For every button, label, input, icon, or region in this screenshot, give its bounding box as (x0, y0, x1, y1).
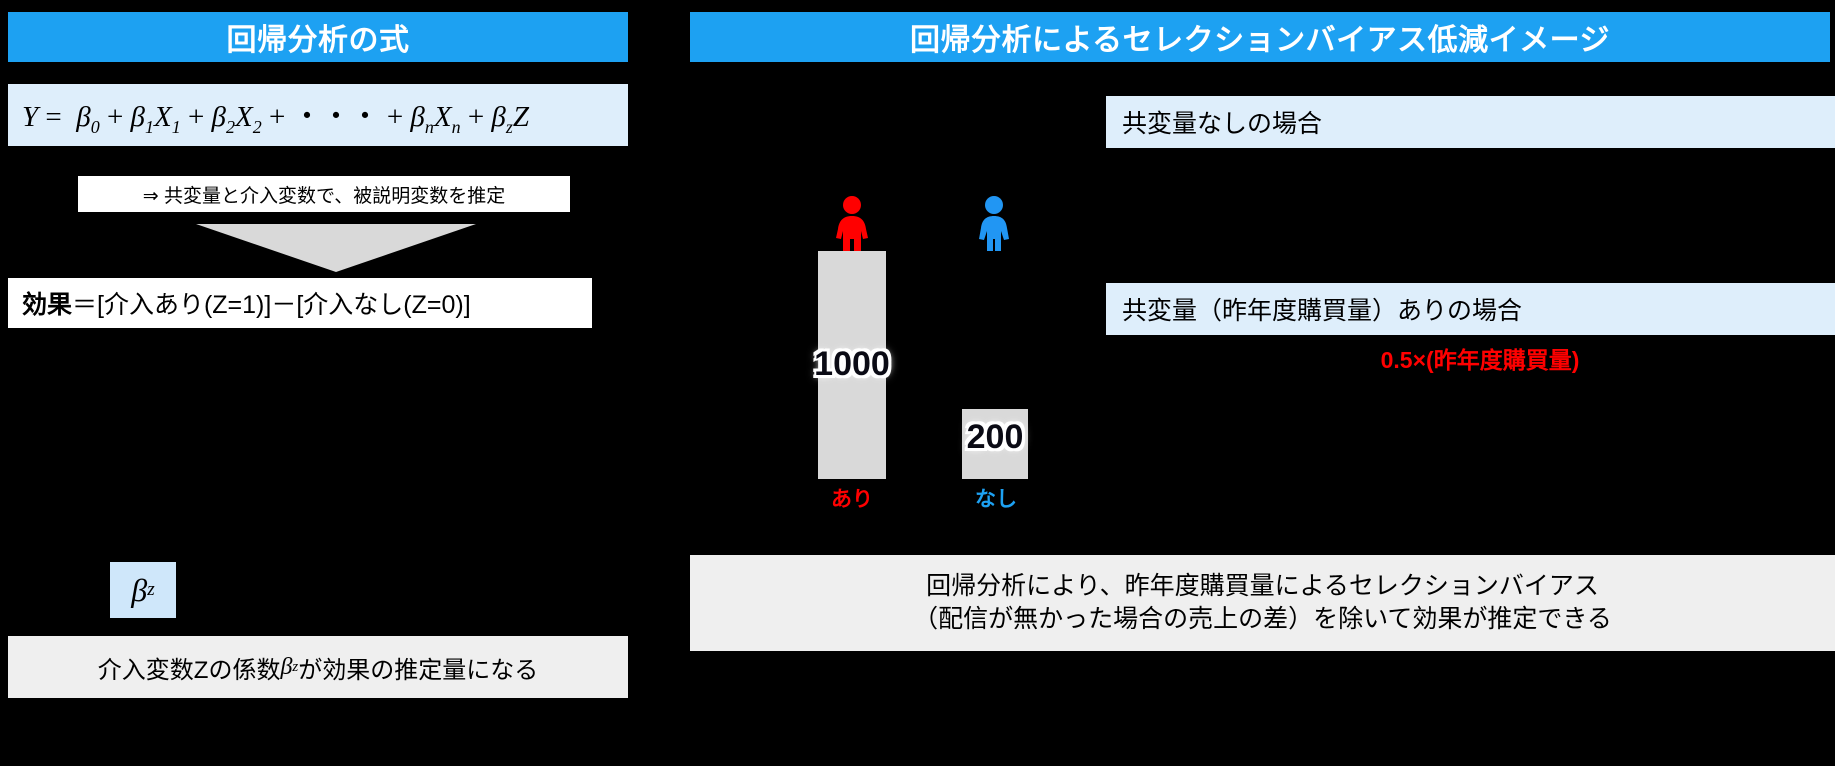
beta-subscript: z (147, 579, 155, 600)
effect-body: ＝[介入あり(Z=1)]－[介入なし(Z=0)] (72, 291, 471, 319)
right-panel-caption: 回帰分析により、昨年度購買量によるセレクションバイアス （配信が無かった場合の売… (690, 555, 1835, 651)
person-icon-control (968, 195, 1020, 256)
left-caption-beta-sub: z (292, 658, 299, 675)
bar-treatment (818, 251, 886, 479)
bar-control (962, 409, 1028, 479)
regression-formula-text: Y = β0 + β1X1 + β2X2 + ・・・ + βnXn + βzZ (22, 100, 530, 137)
left-panel-title: 回帰分析の式 (226, 24, 410, 57)
note-no-covariate: 共変量なしの場合 (1106, 96, 1835, 148)
right-panel-title: 回帰分析によるセレクションバイアス低減イメージ (910, 24, 1610, 57)
bar-label-control: なし (975, 488, 1017, 511)
note-with-covariate: 共変量（昨年度購買量）ありの場合 (1106, 283, 1835, 335)
right-caption-line1: 回帰分析により、昨年度購買量によるセレクションバイアス (926, 572, 1599, 600)
left-caption-beta: β (280, 653, 293, 680)
bar-value-treatment: 1000 (814, 345, 890, 383)
effect-definition-text: 効果＝[介入あり(Z=1)]－[介入なし(Z=0)] (8, 285, 471, 321)
bar-label-treatment: あり (831, 488, 873, 511)
effect-definition-box: 効果＝[介入あり(Z=1)]－[介入なし(Z=0)] (8, 278, 592, 328)
note-no-covariate-text: 共変量なしの場合 (1122, 110, 1323, 138)
down-arrow-icon (196, 222, 476, 274)
left-caption-pre: 介入変数Zの係数 (97, 656, 281, 684)
formula-explanation-note: ⇒ 共変量と介入変数で、被説明変数を推定 (78, 176, 570, 212)
bar-value-control: 200 (966, 418, 1024, 456)
right-panel-header: 回帰分析によるセレクションバイアス低減イメージ (690, 12, 1830, 62)
note-with-covariate-text: 共変量（昨年度購買量）ありの場合 (1122, 297, 1523, 325)
right-caption-line2: （配信が無かった場合の売上の差）を除いて効果が推定できる (913, 605, 1612, 633)
left-caption-post: が効果の推定量になる (298, 656, 539, 684)
covariate-adjustment-text: 0.5×(昨年度購買量) (1380, 347, 1580, 373)
covariate-adjustment-formula: 0.5×(昨年度購買量) (1250, 340, 1710, 376)
effect-label: 効果 (22, 291, 73, 319)
formula-explanation-text: ⇒ 共変量と介入変数で、被説明変数を推定 (142, 185, 506, 207)
beta-symbol: β (131, 571, 148, 608)
left-panel-header: 回帰分析の式 (8, 12, 628, 62)
person-icon-treatment (826, 195, 878, 256)
regression-formula-box: Y = β0 + β1X1 + β2X2 + ・・・ + βnXn + βzZ (8, 84, 628, 146)
